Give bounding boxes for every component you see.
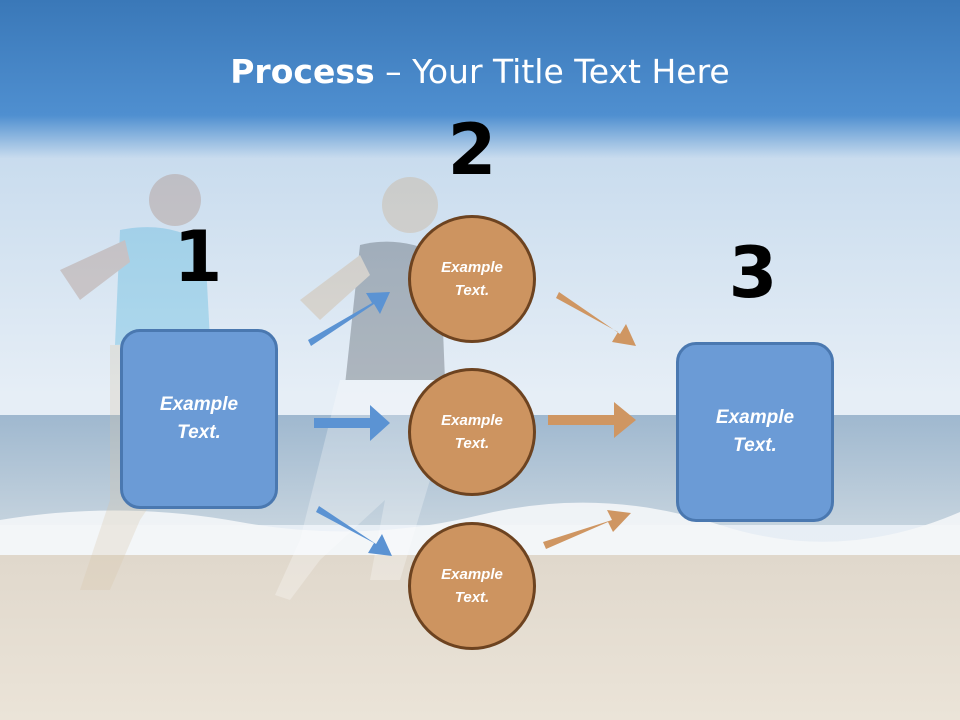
circle-top-text: Example Text. (441, 258, 503, 299)
step-3-box-text: Example Text. (715, 406, 795, 457)
title-rest: – Your Title Text Here (374, 52, 730, 91)
arrow-step1-to-top-icon (308, 292, 390, 346)
title-bold: Process (230, 52, 375, 91)
step-2-circle-top: Example Text. (408, 215, 536, 343)
arrow-middle-to-step3-icon (548, 402, 636, 438)
step-1-box: Example Text. (120, 329, 278, 509)
step-2-number: 2 (447, 109, 497, 191)
step-1-number: 1 (173, 216, 223, 298)
step-3-box: Example Text. (676, 342, 834, 522)
step-2-circle-middle: Example Text. (408, 368, 536, 496)
step-3-number: 3 (728, 232, 778, 314)
arrow-top-to-step3-icon (556, 292, 636, 346)
slide-title: Process – Your Title Text Here (0, 52, 960, 91)
circle-middle-text: Example Text. (441, 411, 503, 452)
arrow-step1-to-bottom-icon (316, 506, 392, 556)
step-1-box-text: Example Text. (159, 393, 239, 444)
arrow-bottom-to-step3-icon (543, 510, 631, 549)
step-2-circle-bottom: Example Text. (408, 522, 536, 650)
circle-bottom-text: Example Text. (441, 565, 503, 606)
arrow-step1-to-middle-icon (314, 405, 390, 441)
